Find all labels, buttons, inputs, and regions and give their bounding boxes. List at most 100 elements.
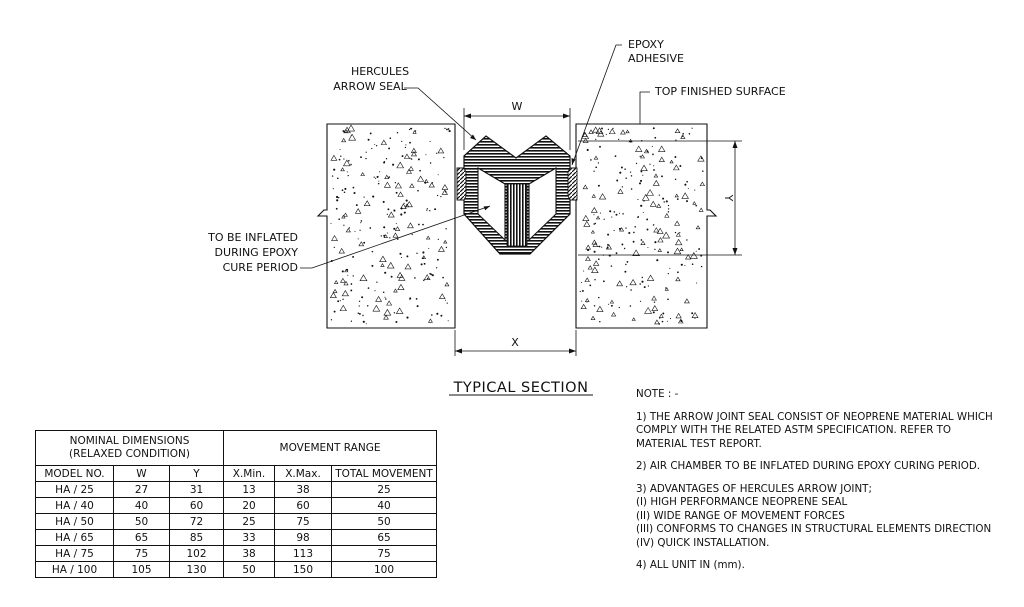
concrete-speckle [430, 273, 433, 276]
note-1-line: 1) THE ARROW JOINT SEAL CONSIST OF NEOPR… [636, 410, 993, 423]
concrete-speckle [354, 208, 362, 214]
concrete-speckle [336, 177, 339, 180]
concrete-speckle [689, 252, 698, 259]
concrete-speckle [398, 274, 406, 281]
concrete-speckle [610, 304, 613, 307]
concrete-speckle [428, 318, 433, 323]
concrete-speckle [393, 227, 396, 230]
concrete-speckle [685, 254, 692, 260]
concrete-speckle [358, 241, 365, 247]
concrete-speckle [647, 285, 650, 287]
note-4: 4) ALL UNIT IN (mm). [636, 559, 745, 571]
table-row: HA / 50 50 72 25 75 50 [35, 513, 437, 530]
concrete-speckle [691, 127, 693, 129]
concrete-speckle [350, 289, 353, 292]
concrete-speckle [440, 314, 443, 317]
concrete-speckle [365, 151, 367, 153]
concrete-speckle [363, 196, 365, 198]
concrete-speckle [603, 280, 605, 283]
concrete-speckle [664, 287, 669, 291]
concrete-speckle [344, 187, 347, 190]
concrete-speckle [669, 267, 671, 269]
concrete-speckle [581, 289, 584, 292]
cell-y: 72 [169, 513, 224, 530]
concrete-speckle [418, 223, 420, 226]
col-x-min: X.Min. [223, 465, 275, 482]
concrete-speckle [595, 138, 597, 141]
concrete-speckle [617, 188, 624, 194]
concrete-speckle [581, 300, 583, 302]
concrete-speckle [371, 264, 374, 267]
arrow-seal [456, 135, 578, 255]
table-row: HA / 65 65 85 33 98 65 [35, 529, 437, 546]
concrete-speckle [361, 296, 364, 299]
concrete-speckle [599, 212, 601, 214]
concrete-speckle [697, 155, 705, 162]
concrete-speckle [590, 206, 598, 213]
concrete-speckle [664, 213, 670, 218]
concrete-speckle [414, 277, 416, 279]
concrete-speckle [661, 175, 663, 178]
cell-x-max: 113 [274, 545, 332, 562]
concrete-speckle [609, 299, 615, 304]
concrete-speckle [425, 154, 427, 156]
concrete-speckle [346, 268, 349, 271]
cell-x-min: 38 [223, 545, 275, 562]
concrete-speckle [443, 239, 448, 244]
concrete-speckle [372, 195, 375, 198]
notes-section: NOTE : - 1) THE ARROW JOINT SEAL CONSIST… [636, 388, 1016, 582]
concrete-speckle [338, 197, 340, 199]
concrete-speckle [592, 260, 600, 266]
concrete-speckle [682, 132, 685, 135]
inflate-label-line2: DURING EPOXY [215, 246, 299, 259]
concrete-speckle [613, 229, 615, 232]
concrete-speckle [639, 179, 643, 182]
concrete-speckle [676, 198, 679, 200]
concrete-speckle [395, 223, 397, 225]
concrete-speckle [662, 197, 665, 200]
concrete-aggregate-left [329, 124, 451, 325]
concrete-speckle [639, 300, 642, 302]
concrete-speckle [376, 175, 379, 178]
concrete-speckle [680, 134, 686, 139]
concrete-speckle [404, 263, 412, 270]
note-1-line: COMPLY WITH THE RELATED ASTM SPECIFICATI… [636, 424, 952, 436]
concrete-speckle [625, 286, 628, 288]
concrete-speckle [393, 312, 396, 314]
concrete-speckle [401, 155, 404, 158]
concrete-speckle [382, 200, 385, 203]
concrete-speckle [679, 247, 684, 251]
concrete-speckle [447, 128, 450, 130]
cell-y: 85 [169, 529, 224, 546]
concrete-speckle [407, 222, 414, 229]
concrete-speckle [426, 209, 428, 211]
concrete-speckle [639, 283, 641, 285]
concrete-speckle [416, 252, 418, 255]
concrete-speckle [607, 243, 609, 246]
concrete-speckle [403, 211, 406, 214]
concrete-speckle [589, 284, 592, 287]
concrete-speckle [656, 203, 662, 208]
concrete-speckle [652, 179, 660, 186]
concrete-speckle [383, 234, 386, 237]
concrete-speckle [383, 308, 392, 316]
concrete-speckle [657, 237, 664, 243]
concrete-speckle [409, 141, 411, 144]
concrete-speckle [674, 238, 683, 246]
note-3: 3) ADVANTAGES OF HERCULES ARROW JOINT; (… [636, 483, 1016, 551]
concrete-speckle [389, 237, 391, 239]
concrete-speckle [416, 305, 419, 308]
concrete-speckle [401, 140, 403, 143]
concrete-speckle [607, 128, 610, 131]
concrete-speckle [652, 311, 655, 314]
concrete-speckle [371, 250, 374, 253]
concrete-speckle [362, 320, 365, 323]
concrete-speckle [613, 211, 616, 213]
concrete-speckle [406, 168, 412, 174]
concrete-speckle [367, 138, 370, 141]
concrete-speckle [614, 155, 617, 157]
concrete-speckle [379, 171, 381, 173]
concrete-speckle [653, 169, 655, 171]
concrete-speckle [624, 270, 627, 273]
concrete-speckle [353, 191, 356, 195]
